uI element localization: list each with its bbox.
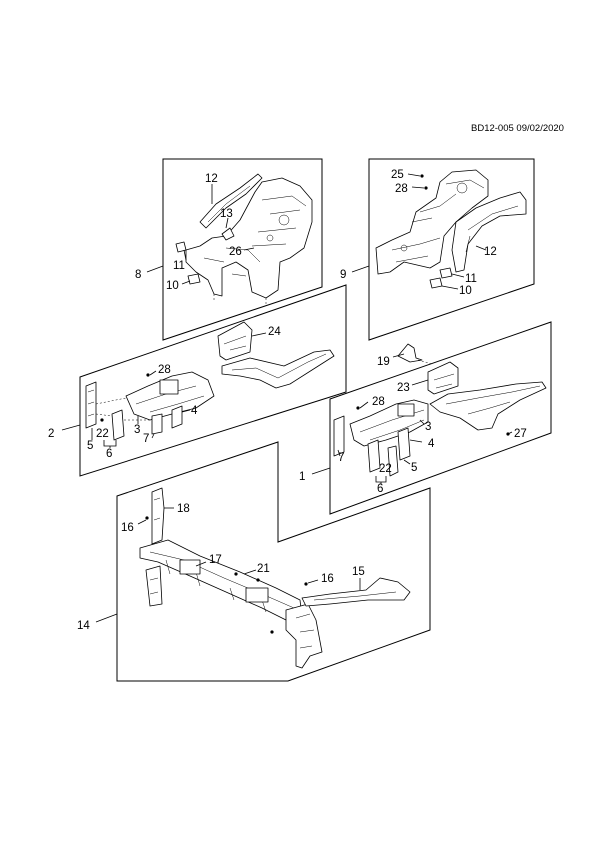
- diagram-reference: BD12-005 09/02/2020: [471, 123, 564, 134]
- callout-4-right: 4: [428, 438, 435, 450]
- callout-3-right: 3: [425, 421, 431, 433]
- callout-18: 18: [177, 503, 190, 515]
- callout-28: 28: [395, 183, 408, 195]
- group-14-frame: [116, 441, 431, 682]
- callout-9: 9: [340, 269, 346, 281]
- rail-reinforcement-right: [397, 403, 415, 417]
- rail-reinforcement: [159, 379, 179, 395]
- part-7-bracket: [151, 413, 163, 435]
- group-9-frame: [368, 158, 535, 341]
- right-leg: [285, 603, 323, 669]
- part-4-bracket: [171, 405, 183, 429]
- crossmember-bracket-2: [245, 587, 269, 603]
- part-10-bracket-right: [429, 277, 443, 289]
- part-24-rail: [221, 349, 335, 389]
- front-rail-body: [125, 371, 215, 421]
- callout-5-right: 5: [411, 462, 417, 474]
- part-15-brace: [301, 577, 411, 607]
- part-22-bracket-right: [387, 445, 399, 477]
- wheelhouse-inner-panel: [185, 177, 313, 299]
- callout-6-left: 6: [106, 448, 112, 460]
- callout-1: 1: [299, 471, 305, 483]
- callout-7-right: 7: [338, 452, 344, 464]
- callout-12: 12: [205, 173, 218, 185]
- callout-26: 26: [229, 246, 242, 258]
- callout-10: 10: [166, 280, 179, 292]
- callout-5-left: 5: [87, 440, 93, 452]
- callout-12-right: 12: [484, 246, 497, 258]
- callout-23: 23: [397, 382, 410, 394]
- callout-17: 17: [209, 554, 222, 566]
- wheelhouse-inner-panel-right: [375, 169, 489, 275]
- group-1-front-rail-right: 1 19 23 28 3 4 27 7 22: [299, 321, 552, 515]
- part-13-bracket: [221, 227, 235, 241]
- callout-16-right: 16: [321, 573, 334, 585]
- part-7-plate: [333, 415, 345, 457]
- part-11-bracket: [175, 241, 187, 253]
- crossmember-bracket: [179, 559, 201, 575]
- callout-16-left: 16: [121, 522, 134, 534]
- part-6-bracket: [111, 409, 125, 441]
- callout-3-left: 3: [134, 424, 140, 436]
- group-8-wheelhouse-left: 8 12 13 26 11 10: [135, 158, 323, 341]
- callout-22-left: 22: [96, 428, 109, 440]
- callout-19: 19: [377, 356, 390, 368]
- group-1-frame: [329, 321, 552, 515]
- part-rail-extension: [429, 381, 547, 431]
- part-6-bracket-right: [367, 439, 381, 473]
- callout-24: 24: [268, 326, 281, 338]
- part-11-bracket-right: [439, 267, 453, 279]
- callout-8: 8: [135, 269, 141, 281]
- part-17-crossmember: [139, 539, 303, 623]
- part-23-panel: [427, 361, 459, 395]
- callout-27: 27: [514, 428, 527, 440]
- callout-28-left: 28: [158, 364, 171, 376]
- left-leg: [145, 565, 163, 607]
- callout-28-right: 28: [372, 396, 385, 408]
- callout-21: 21: [257, 563, 270, 575]
- callout-6-right: 6: [377, 483, 383, 495]
- callout-25: 25: [391, 169, 404, 181]
- callout-14: 14: [77, 620, 90, 632]
- group-2-frame: [79, 284, 347, 477]
- callout-11: 11: [173, 260, 185, 272]
- part-19-bracket: [397, 343, 423, 363]
- part-24-panel: [217, 321, 253, 361]
- callout-15: 15: [352, 566, 365, 578]
- part-10-bracket: [187, 273, 201, 285]
- group-14-front-end-module: 14 18 16 17 21 16 15: [77, 441, 431, 682]
- part-5-end-plate: [85, 381, 97, 429]
- callout-13: 13: [220, 208, 233, 220]
- callout-10-right: 10: [459, 285, 472, 297]
- callout-22-right: 22: [379, 463, 392, 475]
- callout-4-left: 4: [191, 405, 198, 417]
- group-9-wheelhouse-right: 9 25 28 12 11 10: [340, 158, 535, 341]
- part-5-bracket-right: [397, 427, 411, 461]
- part-12-rail-right: [451, 191, 527, 273]
- group-8-frame: [162, 158, 323, 341]
- callout-7-left: 7: [143, 433, 149, 445]
- part-18-upright: [151, 487, 165, 545]
- callout-11-right: 11: [465, 273, 477, 285]
- callout-2: 2: [48, 428, 54, 440]
- group-2-front-rail-left: 2 24 28 4 3 7 5 22 6: [48, 284, 347, 477]
